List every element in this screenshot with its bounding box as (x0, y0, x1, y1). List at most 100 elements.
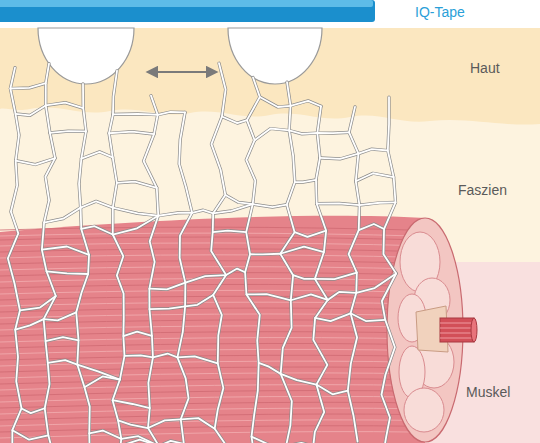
fascia-strand (351, 313, 386, 321)
fascia-band: Faszien (0, 110, 540, 260)
fascia-strand (317, 131, 349, 134)
fascia-strand-outline (359, 224, 384, 230)
fascia-strand-outline (158, 213, 192, 216)
fascia-strand (213, 231, 246, 233)
fascia-strand (315, 273, 357, 280)
fascia-strand (117, 182, 157, 188)
fascia-strand-outline (245, 77, 260, 443)
fascia-strand-outline (109, 132, 154, 135)
fascia-strand (50, 131, 86, 133)
fascia-strand-outline (293, 275, 315, 279)
fascia-strand (42, 246, 89, 254)
fascia-strand-outline (22, 408, 45, 413)
fascia-strand-outline (291, 294, 328, 300)
striation-line (0, 349, 425, 354)
fascia-strand-outline (252, 437, 287, 443)
striation-line (0, 396, 425, 402)
fascia-strand-outline (149, 306, 185, 309)
fascia-strand (42, 64, 56, 443)
fascia-strand-outline (291, 101, 321, 106)
fascia-strand (289, 130, 317, 133)
fascia-strand (158, 213, 192, 216)
striation-line (0, 267, 425, 270)
striation-line (0, 432, 425, 438)
fascia-strand (20, 296, 56, 311)
fascia-strand-outline (12, 430, 48, 439)
fascia-strand (158, 112, 185, 115)
fascia-strand-outline (316, 385, 347, 395)
fascia-strand (144, 96, 159, 443)
fascia-strand-outline (153, 354, 177, 358)
fascia-strand-outline (281, 374, 317, 385)
fascia-strand (48, 360, 78, 365)
fascia-strand-outline (109, 71, 124, 443)
fascia-strand-outline (159, 441, 184, 443)
fascia-strand-outline (118, 420, 148, 428)
fascia-strand-outline (48, 360, 78, 365)
fascia-strand (246, 294, 290, 300)
striation-line (0, 391, 425, 396)
striation-line (0, 402, 425, 408)
fascia-strand (123, 332, 152, 337)
fascia-strand (44, 208, 81, 223)
fascia-strand (46, 337, 79, 341)
fascia-strand (291, 101, 321, 106)
tape-band: IQ-Tape (0, 0, 540, 28)
fascia-strand (109, 71, 124, 443)
skin-lift-pocket (228, 28, 322, 84)
fascia-strand (245, 77, 260, 443)
fascia-strand-outline (185, 295, 213, 306)
muscle-striations (0, 227, 425, 438)
fascia-strand (280, 247, 324, 254)
fascia-strand (81, 226, 113, 234)
fascia-strand-outline (225, 195, 252, 204)
striation-line (0, 367, 425, 372)
fascia-strand-outline (213, 231, 246, 233)
fascia-strand (159, 441, 184, 443)
layer-label: Faszien (458, 182, 507, 199)
fascia-strand-outline (117, 182, 157, 188)
fascia-strand (113, 216, 159, 235)
striation-line (0, 261, 425, 264)
fascia-strand-outline (328, 292, 357, 300)
fascia-strand (121, 436, 159, 443)
fascia-strand (295, 180, 316, 182)
fascia-strand-outline (315, 273, 357, 280)
skin-layer (0, 28, 540, 125)
fascia-strand (252, 437, 287, 443)
fascia-strand (253, 204, 287, 207)
fascia-strand (118, 420, 148, 428)
movement-arrow (148, 71, 216, 73)
fascia-strand-outline (320, 154, 358, 159)
fascia-strand-outline (226, 269, 245, 275)
fascia-strand-outline (47, 271, 89, 274)
striation-line (0, 379, 425, 384)
fascia-strand-outline (295, 231, 327, 237)
fascia-strand (181, 418, 215, 429)
fascia-strand (222, 117, 247, 124)
fascia-strand (281, 374, 317, 385)
fascia-strand-outline (113, 216, 159, 235)
layer-label: Muskel (466, 384, 510, 401)
striation-line (0, 420, 425, 426)
fascia-strand (47, 271, 89, 274)
fascia-strand (109, 132, 154, 135)
fascia-strand-outline (158, 112, 185, 115)
fascia-strand (77, 365, 120, 380)
fascia-strand (316, 385, 347, 395)
fascia-strand (185, 295, 213, 306)
fascia-strand-outline (76, 84, 90, 443)
fascia-strand-outline (222, 117, 247, 124)
fascia-strand (225, 195, 252, 204)
fascia-strand (8, 68, 22, 443)
fascia-strand (260, 97, 291, 107)
fascia-strand (177, 356, 217, 363)
fascia-strand-outline (351, 313, 386, 321)
fascia-strand-outline (280, 247, 324, 254)
fascia-strand-outline (42, 246, 89, 254)
fascia-strand-outline (42, 64, 56, 443)
fascia-strand (291, 294, 328, 300)
fascia-strand-outline (358, 149, 387, 154)
striation-line (0, 308, 425, 312)
